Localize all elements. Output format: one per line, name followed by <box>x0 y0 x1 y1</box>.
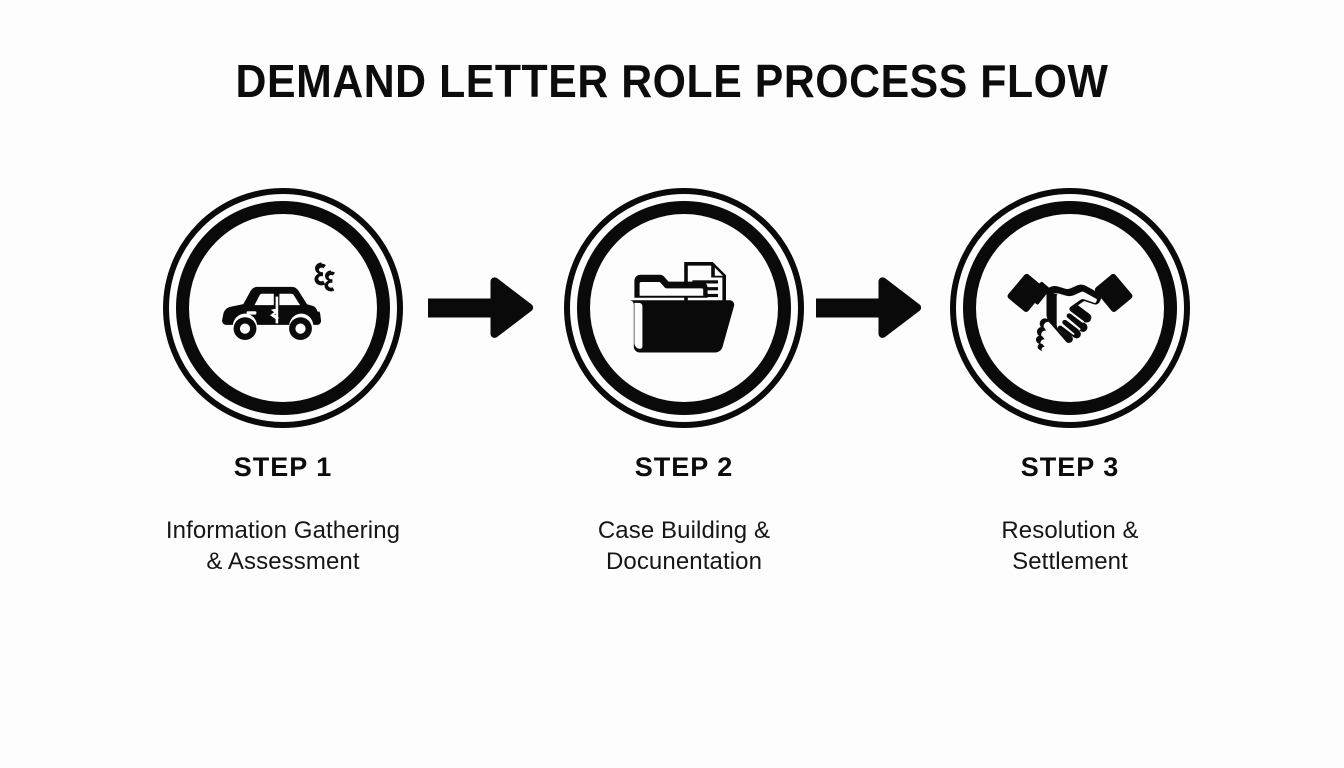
step-2-name: STEP 2 <box>634 452 734 482</box>
step-1-badge <box>163 188 403 428</box>
step-2-caption: STEP 2 Case Building & Docunentation <box>519 452 849 577</box>
damaged-car-icon <box>217 253 349 363</box>
step-1-description-line2: & Assessment <box>206 548 360 575</box>
step-3-description-line2: Settlement <box>1012 548 1128 575</box>
step-2-description-line1: Case Building & <box>597 517 771 544</box>
step-1-name: STEP 1 <box>233 452 333 482</box>
step-3-description-line1: Resolution & <box>1001 517 1139 544</box>
step-3-description: Resolution & Settlement <box>905 515 1235 577</box>
step-captions-row: STEP 1 Information Gathering & Assessmen… <box>0 452 1344 632</box>
handshake-icon <box>1004 253 1136 363</box>
step-2-description: Case Building & Docunentation <box>519 515 849 577</box>
step-1-description-line1: Information Gathering <box>165 517 401 544</box>
right-arrow-icon-2 <box>816 276 922 340</box>
step-3-badge <box>950 188 1190 428</box>
page-title: DEMAND LETTER ROLE PROCESS FLOW <box>235 55 1109 107</box>
process-flow-row <box>0 188 1344 438</box>
right-arrow-icon-1 <box>428 276 534 340</box>
folder-document-icon <box>618 253 750 363</box>
step-2-description-line2: Docunentation <box>605 548 763 575</box>
step-1-caption: STEP 1 Information Gathering & Assessmen… <box>118 452 448 577</box>
step-2-node[interactable] <box>564 188 804 428</box>
step-3-caption: STEP 3 Resolution & Settlement <box>905 452 1235 577</box>
step-1-node[interactable] <box>163 188 403 428</box>
step-1-description: Information Gathering & Assessment <box>118 515 448 577</box>
step-2-badge <box>564 188 804 428</box>
step-3-name: STEP 3 <box>1020 452 1120 482</box>
step-3-node[interactable] <box>950 188 1190 428</box>
